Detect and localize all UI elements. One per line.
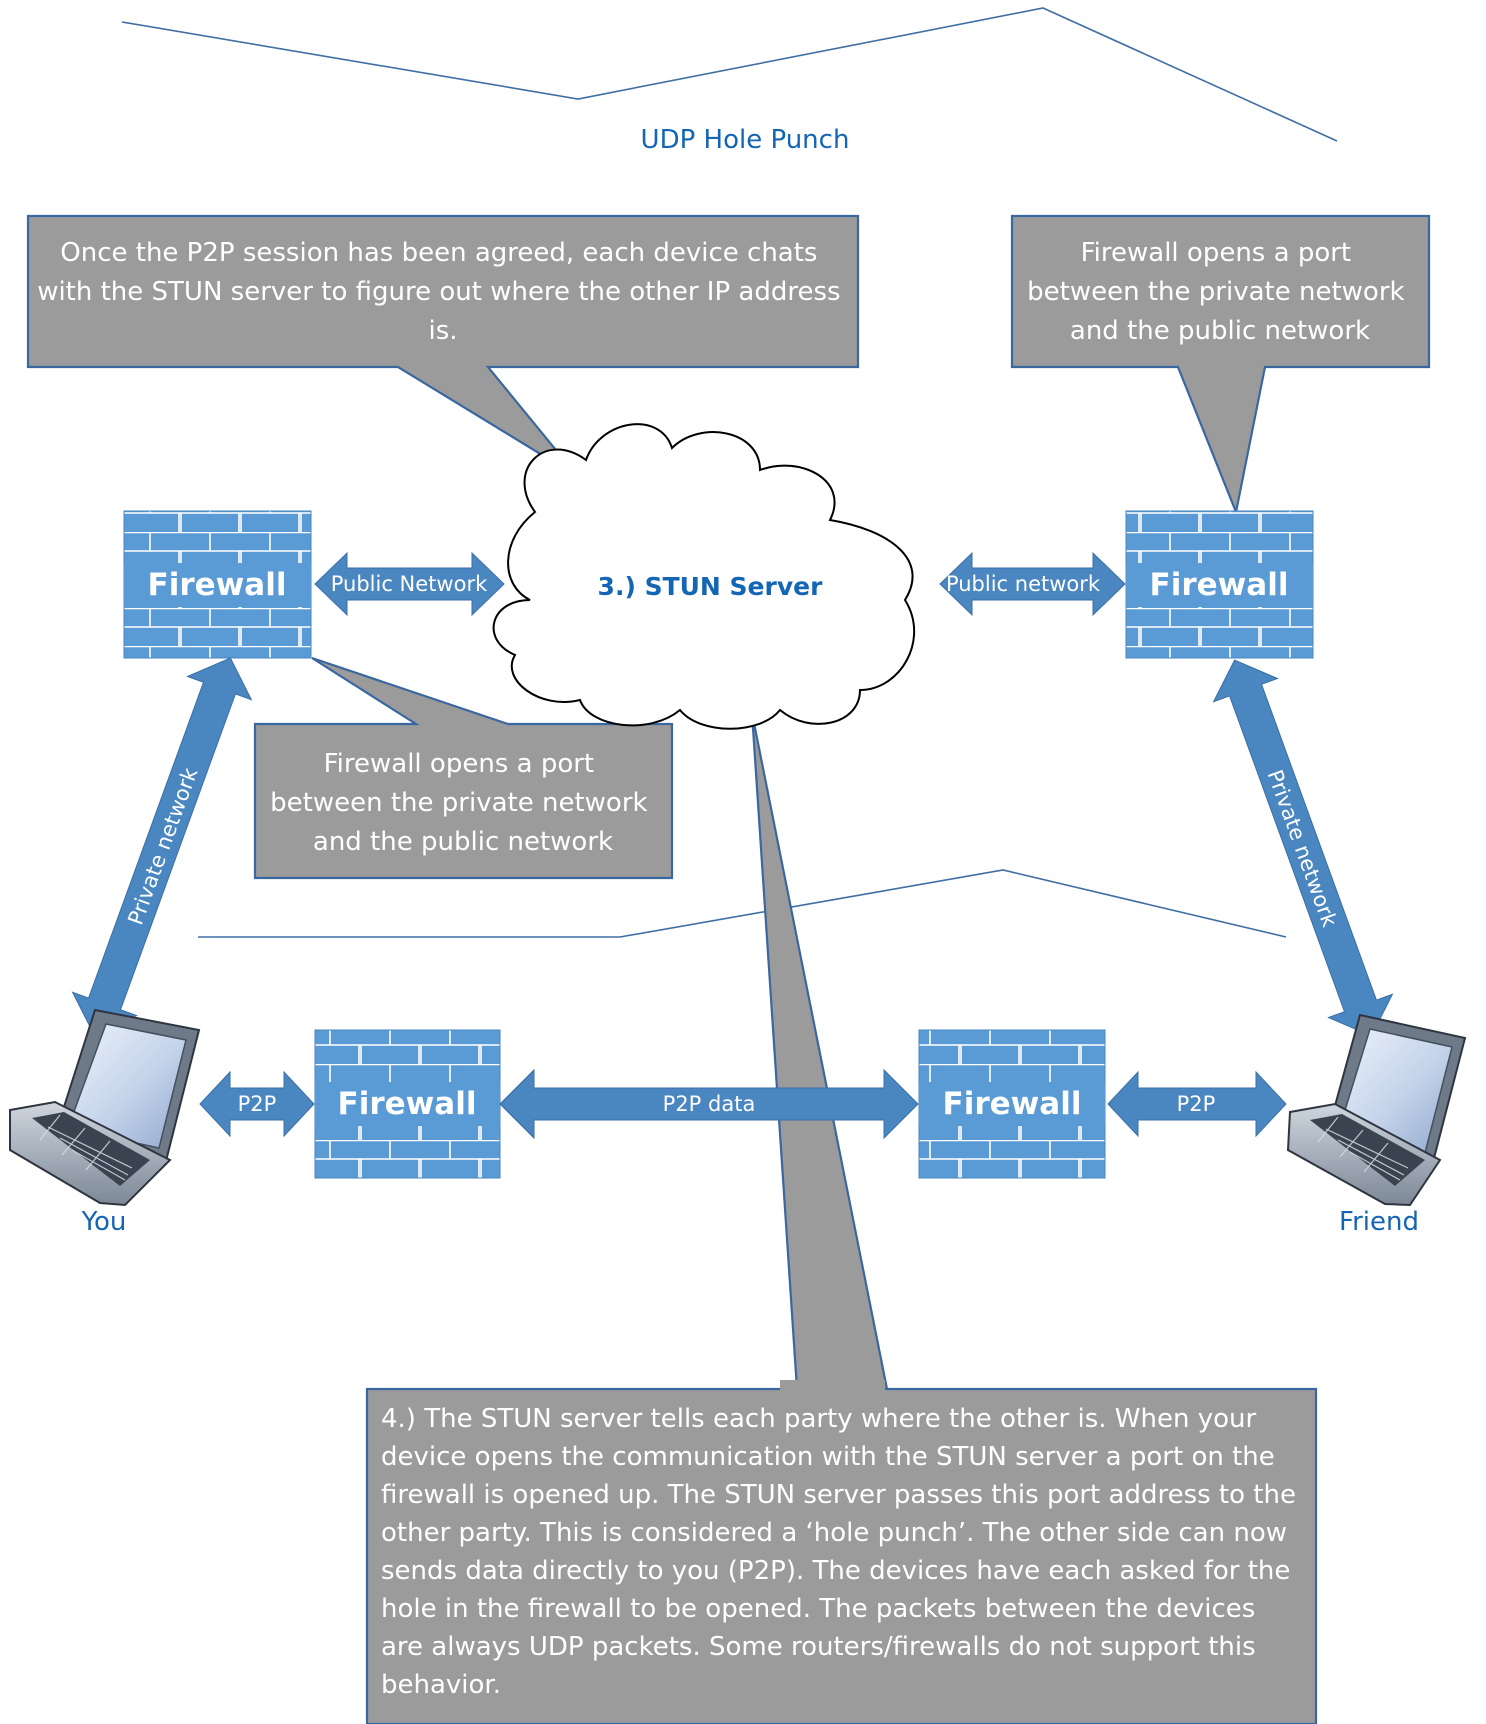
callout-bottom-line-5: sends data directly to you (P2P). The de… bbox=[381, 1556, 1290, 1586]
callout-bottom-line-6: hole in the firewall to be opened. The p… bbox=[381, 1594, 1255, 1624]
stun-server-label: 3.) STUN Server bbox=[598, 572, 824, 601]
callout-bottom-line-8: behavior. bbox=[381, 1670, 501, 1700]
device-you-label: You bbox=[81, 1207, 127, 1237]
callout-top-left-line-2: with the STUN server to figure out where… bbox=[37, 277, 840, 307]
svg-text:Once the P2P session has been: Once the P2P session has been agreed, ea… bbox=[37, 238, 849, 346]
callout-bottom-line-4: other party. This is considered a ‘hole … bbox=[381, 1518, 1287, 1548]
arrow-public-right-label: Public network bbox=[946, 572, 1101, 596]
laptop-you-icon bbox=[9, 1008, 201, 1207]
callout-bottom-line-1: 4.) The STUN server tells each party whe… bbox=[381, 1404, 1257, 1434]
svg-text:4.) The STUN server tells each: 4.) The STUN server tells each party whe… bbox=[381, 1404, 1304, 1700]
header-decoration-lines bbox=[121, 7, 1338, 938]
callout-top-left-line-1: Once the P2P session has been agreed, ea… bbox=[60, 238, 817, 268]
callout-bottom-line-3: firewall is opened up. The STUN server p… bbox=[381, 1480, 1296, 1510]
firewall-label: Firewall bbox=[148, 567, 287, 603]
device-friend-label: Friend bbox=[1339, 1207, 1419, 1237]
callout-middle-left: Firewall opens a port between the privat… bbox=[253, 656, 674, 880]
arrow-p2p-right: P2P bbox=[1107, 1070, 1287, 1138]
callout-top-left-line-3: is. bbox=[428, 316, 457, 346]
callout-middle-left-line-3: and the public network bbox=[313, 827, 613, 857]
firewall-label: Firewall bbox=[943, 1086, 1082, 1122]
arrow-p2p-left-label: P2P bbox=[238, 1092, 277, 1116]
firewall-top-right: Firewall bbox=[1125, 510, 1314, 659]
callout-top-left: Once the P2P session has been agreed, ea… bbox=[26, 214, 860, 478]
callout-middle-left-line-1: Firewall opens a port bbox=[324, 749, 595, 779]
laptop-friend-icon bbox=[1286, 1013, 1467, 1207]
arrow-p2p-left: P2P bbox=[199, 1070, 315, 1138]
firewall-label: Firewall bbox=[338, 1086, 477, 1122]
arrow-p2p-data: P2P data bbox=[499, 1068, 919, 1140]
callout-top-right-line-2: between the private network bbox=[1027, 277, 1404, 307]
arrow-public-left-label: Public Network bbox=[331, 572, 488, 596]
arrow-public-right: Public network bbox=[939, 551, 1126, 617]
svg-text:Firewall opens a port be: Firewall opens a port between the privat… bbox=[270, 749, 656, 857]
arrow-p2p-data-label: P2P data bbox=[663, 1092, 756, 1116]
arrow-public-left: Public Network bbox=[314, 551, 505, 617]
firewall-label: Firewall bbox=[1150, 567, 1289, 603]
arrow-private-right: Private network bbox=[1212, 659, 1394, 1037]
callout-middle-left-line-2: between the private network bbox=[270, 788, 647, 818]
firewall-top-left: Firewall bbox=[123, 510, 312, 659]
arrow-private-left-label: Private network bbox=[123, 764, 202, 928]
firewall-bottom-left: Firewall bbox=[314, 1029, 501, 1179]
firewall-bottom-right: Firewall bbox=[918, 1029, 1106, 1179]
stun-server-cloud: 3.) STUN Server bbox=[492, 423, 916, 730]
callout-top-right-line-1: Firewall opens a port bbox=[1081, 238, 1352, 268]
callout-top-right-line-3: and the public network bbox=[1070, 316, 1370, 346]
arrow-private-left: Private network bbox=[71, 657, 253, 1035]
callout-top-right: Firewall opens a port between the privat… bbox=[1010, 214, 1431, 516]
diagram-title: UDP Hole Punch bbox=[641, 125, 850, 155]
svg-text:Firewall opens a port be: Firewall opens a port between the privat… bbox=[1027, 238, 1413, 346]
callout-bottom-line-7: are always UDP packets. Some routers/fir… bbox=[381, 1632, 1256, 1662]
arrow-private-right-label: Private network bbox=[1263, 767, 1342, 931]
callout-bottom: 4.) The STUN server tells each party whe… bbox=[365, 712, 1318, 1724]
callout-bottom-line-2: device opens the communication with the … bbox=[381, 1442, 1275, 1472]
arrow-p2p-right-label: P2P bbox=[1177, 1092, 1216, 1116]
